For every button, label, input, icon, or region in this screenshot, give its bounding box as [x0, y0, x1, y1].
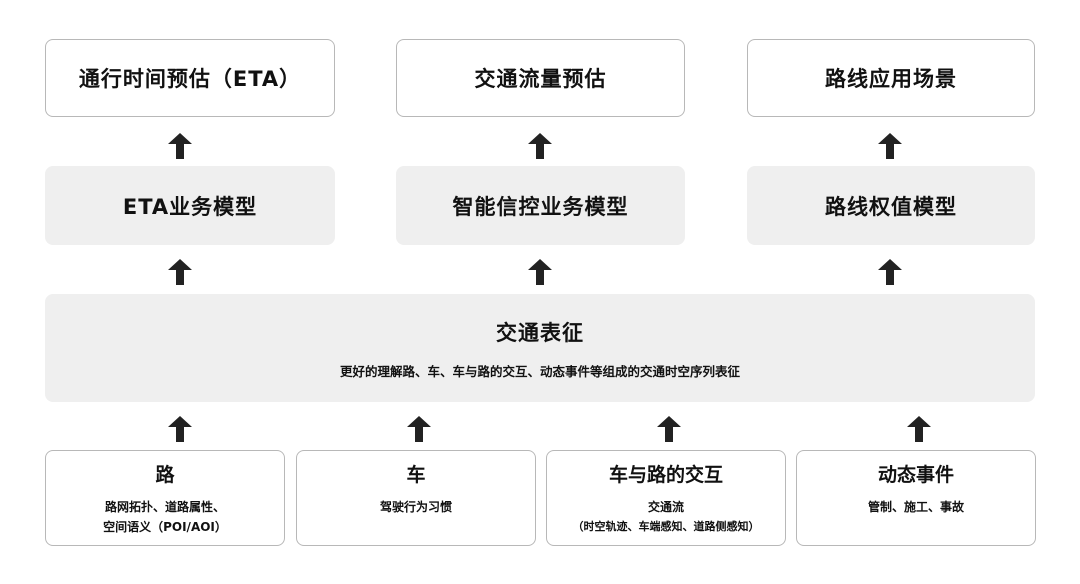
arrow-up-icon — [528, 259, 552, 285]
arrow-up-icon — [907, 416, 931, 442]
road-desc-line-2: 空间语义（POI/AOI） — [103, 519, 227, 534]
route-application-label: 路线应用场景 — [825, 67, 957, 91]
eta-model-box: ETA业务模型 — [45, 166, 335, 245]
dynamic-events-box: 动态事件 管制、施工、事故 — [796, 450, 1036, 546]
vehicle-title: 车 — [406, 463, 426, 486]
eta-prediction-label: 通行时间预估（ETA） — [78, 67, 302, 91]
signal-control-model-label: 智能信控业务模型 — [452, 194, 629, 219]
arrow-up-icon — [168, 416, 192, 442]
dynamic-events-desc: 管制、施工、事故 — [867, 499, 964, 514]
arrow-up-icon — [878, 133, 902, 159]
vehicle-road-interaction-box: 车与路的交互 交通流 （时空轨迹、车端感知、道路侧感知） — [546, 450, 786, 546]
vehicle-road-interaction-desc-line-2: （时空轨迹、车端感知、道路侧感知） — [572, 519, 760, 533]
eta-model-label: ETA业务模型 — [122, 194, 258, 219]
route-weight-model-box: 路线权值模型 — [747, 166, 1035, 245]
dynamic-events-title: 动态事件 — [877, 463, 954, 486]
arrow-up-icon — [657, 416, 681, 442]
road-box: 路 路网拓扑、道路属性、 空间语义（POI/AOI） — [45, 450, 285, 546]
vehicle-box: 车 驾驶行为习惯 — [296, 450, 536, 546]
arrow-up-icon — [407, 416, 431, 442]
vehicle-desc: 驾驶行为习惯 — [379, 499, 452, 514]
traffic-representation-box: 交通表征 更好的理解路、车、车与路的交互、动态事件等组成的交通时空序列表征 — [45, 294, 1035, 402]
road-title: 路 — [155, 463, 175, 486]
traffic-representation-title: 交通表征 — [496, 320, 584, 345]
arrow-up-icon — [168, 259, 192, 285]
arrow-up-icon — [878, 259, 902, 285]
traffic-representation-subtitle: 更好的理解路、车、车与路的交互、动态事件等组成的交通时空序列表征 — [339, 363, 740, 379]
arrow-up-icon — [528, 133, 552, 159]
eta-prediction-box: 通行时间预估（ETA） — [45, 39, 335, 117]
traffic-flow-prediction-label: 交通流量预估 — [474, 67, 607, 91]
signal-control-model-box: 智能信控业务模型 — [396, 166, 685, 245]
vehicle-road-interaction-desc-line-1: 交通流 — [647, 499, 684, 514]
vehicle-road-interaction-title: 车与路的交互 — [608, 463, 723, 486]
route-application-box: 路线应用场景 — [747, 39, 1035, 117]
traffic-flow-prediction-box: 交通流量预估 — [396, 39, 685, 117]
road-desc-line-1: 路网拓扑、道路属性、 — [104, 499, 225, 514]
arrow-up-icon — [168, 133, 192, 159]
route-weight-model-label: 路线权值模型 — [825, 194, 957, 219]
